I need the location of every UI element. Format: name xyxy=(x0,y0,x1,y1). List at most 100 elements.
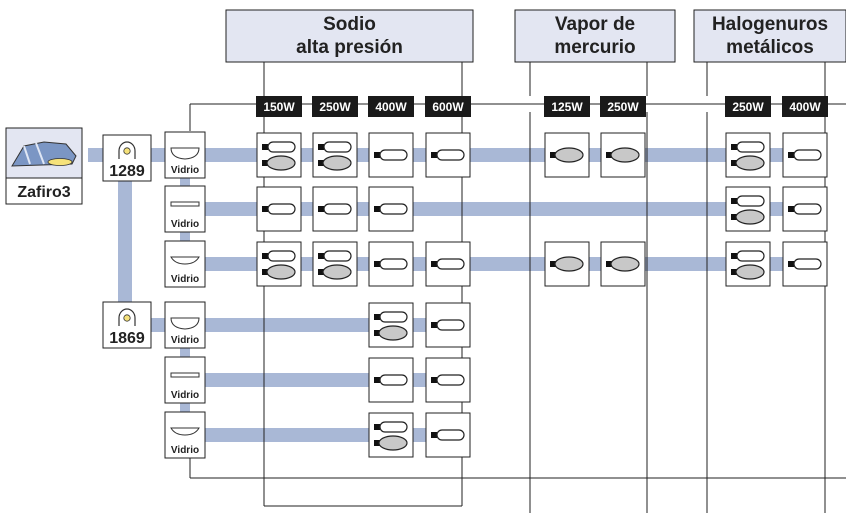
lamp-cap-icon xyxy=(731,160,737,166)
lamp-cap-icon xyxy=(431,322,437,328)
tubular-lamp-icon xyxy=(379,203,408,215)
ovoid-lamp-icon xyxy=(735,264,765,280)
lamp-cap-icon xyxy=(262,160,268,166)
ovoid-lamp-icon xyxy=(378,435,408,451)
lamp-cap-icon xyxy=(731,253,737,259)
ovoid-lamp-icon xyxy=(266,155,296,171)
lamp-cap-icon xyxy=(318,160,324,166)
tubular-lamp-icon xyxy=(793,203,822,215)
glass-shape-icon xyxy=(170,147,200,160)
tubular-lamp-icon xyxy=(267,250,296,262)
lamp-cap-icon xyxy=(374,377,380,383)
wattage-label: 400W xyxy=(789,100,821,114)
connector-band xyxy=(150,148,166,162)
tubular-lamp-icon xyxy=(379,258,408,270)
tubular-lamp-icon xyxy=(379,421,408,433)
ovoid-lamp-icon xyxy=(735,209,765,225)
glass-label: Vidrio xyxy=(171,390,199,401)
luminaire-name: Zafiro3 xyxy=(17,184,70,201)
reflector-icon xyxy=(118,308,136,326)
connector-band xyxy=(88,148,106,162)
ovoid-lamp-icon xyxy=(554,256,584,272)
tubular-lamp-icon xyxy=(793,258,822,270)
lamp-cap-icon xyxy=(731,198,737,204)
glass-label: Vidrio xyxy=(171,274,199,285)
lamp-dot-icon xyxy=(123,314,131,322)
tubular-lamp-icon xyxy=(379,311,408,323)
optic-box xyxy=(102,301,152,349)
glass-label: Vidrio xyxy=(171,335,199,346)
glass-label: Vidrio xyxy=(171,219,199,230)
glass-label: Vidrio xyxy=(171,165,199,176)
wattage-badge xyxy=(425,96,471,117)
glass-box xyxy=(164,356,206,404)
wattage-label: 600W xyxy=(432,100,464,114)
lamp-cap-icon xyxy=(262,206,268,212)
lamp-cap-icon xyxy=(262,253,268,259)
lamp-cap-icon xyxy=(374,424,380,430)
tubular-lamp-icon xyxy=(436,149,465,161)
lamp-cap-icon xyxy=(374,206,380,212)
glass-shape-icon xyxy=(170,201,200,207)
connector-band xyxy=(180,178,190,186)
tubular-lamp-icon xyxy=(323,250,352,262)
connector-band xyxy=(180,232,190,241)
lamp-family-header xyxy=(225,9,474,63)
lamp-cap-icon xyxy=(318,144,324,150)
tubular-lamp-icon xyxy=(267,141,296,153)
wattage-badge xyxy=(256,96,302,117)
lamp-cap-icon xyxy=(788,261,794,267)
glass-shape-icon xyxy=(170,256,200,265)
lamp-cap-icon xyxy=(318,269,324,275)
luminaire-block: Zafiro3 xyxy=(5,127,83,205)
lamp-cap-icon xyxy=(431,261,437,267)
tubular-lamp-icon xyxy=(436,258,465,270)
lamp-family-name-line1: Halogenuros xyxy=(712,14,828,35)
lamp-cap-icon xyxy=(788,206,794,212)
connector-band xyxy=(180,348,190,357)
wattage-label: 400W xyxy=(375,100,407,114)
wattage-badge xyxy=(312,96,358,117)
lamp-family-name-line1: Vapor de xyxy=(555,14,635,35)
optic-code: 1289 xyxy=(109,163,145,180)
lamp-cap-icon xyxy=(431,152,437,158)
ovoid-lamp-icon xyxy=(610,256,640,272)
wattage-label: 250W xyxy=(607,100,639,114)
ovoid-lamp-icon xyxy=(378,325,408,341)
wattage-label: 250W xyxy=(319,100,351,114)
lamp-family-name-line2: alta presión xyxy=(296,37,403,58)
lamp-cells xyxy=(256,132,828,458)
glass-box xyxy=(164,185,206,233)
luminaire-fins-icon xyxy=(23,142,45,165)
tubular-lamp-icon xyxy=(379,374,408,386)
lamp-cap-icon xyxy=(550,261,556,267)
lamp-cap-icon xyxy=(374,152,380,158)
lamp-cap-icon xyxy=(374,314,380,320)
lamp-family-header xyxy=(693,9,846,63)
lamp-cap-icon xyxy=(431,432,437,438)
luminaire-name-box xyxy=(5,177,83,205)
luminaire-lamp-icon xyxy=(47,158,73,166)
ovoid-lamp-icon xyxy=(735,155,765,171)
tubular-lamp-icon xyxy=(436,374,465,386)
wattage-badge xyxy=(782,96,828,117)
ovoid-lamp-icon xyxy=(322,155,352,171)
connector-lines xyxy=(189,62,846,513)
lamp-dot-icon xyxy=(123,147,131,155)
lamp-cap-icon xyxy=(731,144,737,150)
lamp-cap-icon xyxy=(731,269,737,275)
ovoid-lamp-icon xyxy=(610,147,640,163)
tubular-lamp-icon xyxy=(736,195,765,207)
glass-shape-icon xyxy=(170,317,200,330)
tubular-lamp-icon xyxy=(793,149,822,161)
tubular-lamp-icon xyxy=(323,203,352,215)
connector-band xyxy=(180,403,190,412)
lamp-cap-icon xyxy=(606,152,612,158)
wattage-badge xyxy=(725,96,771,117)
ovoid-lamp-icon xyxy=(322,264,352,280)
lamp-cap-icon xyxy=(606,261,612,267)
